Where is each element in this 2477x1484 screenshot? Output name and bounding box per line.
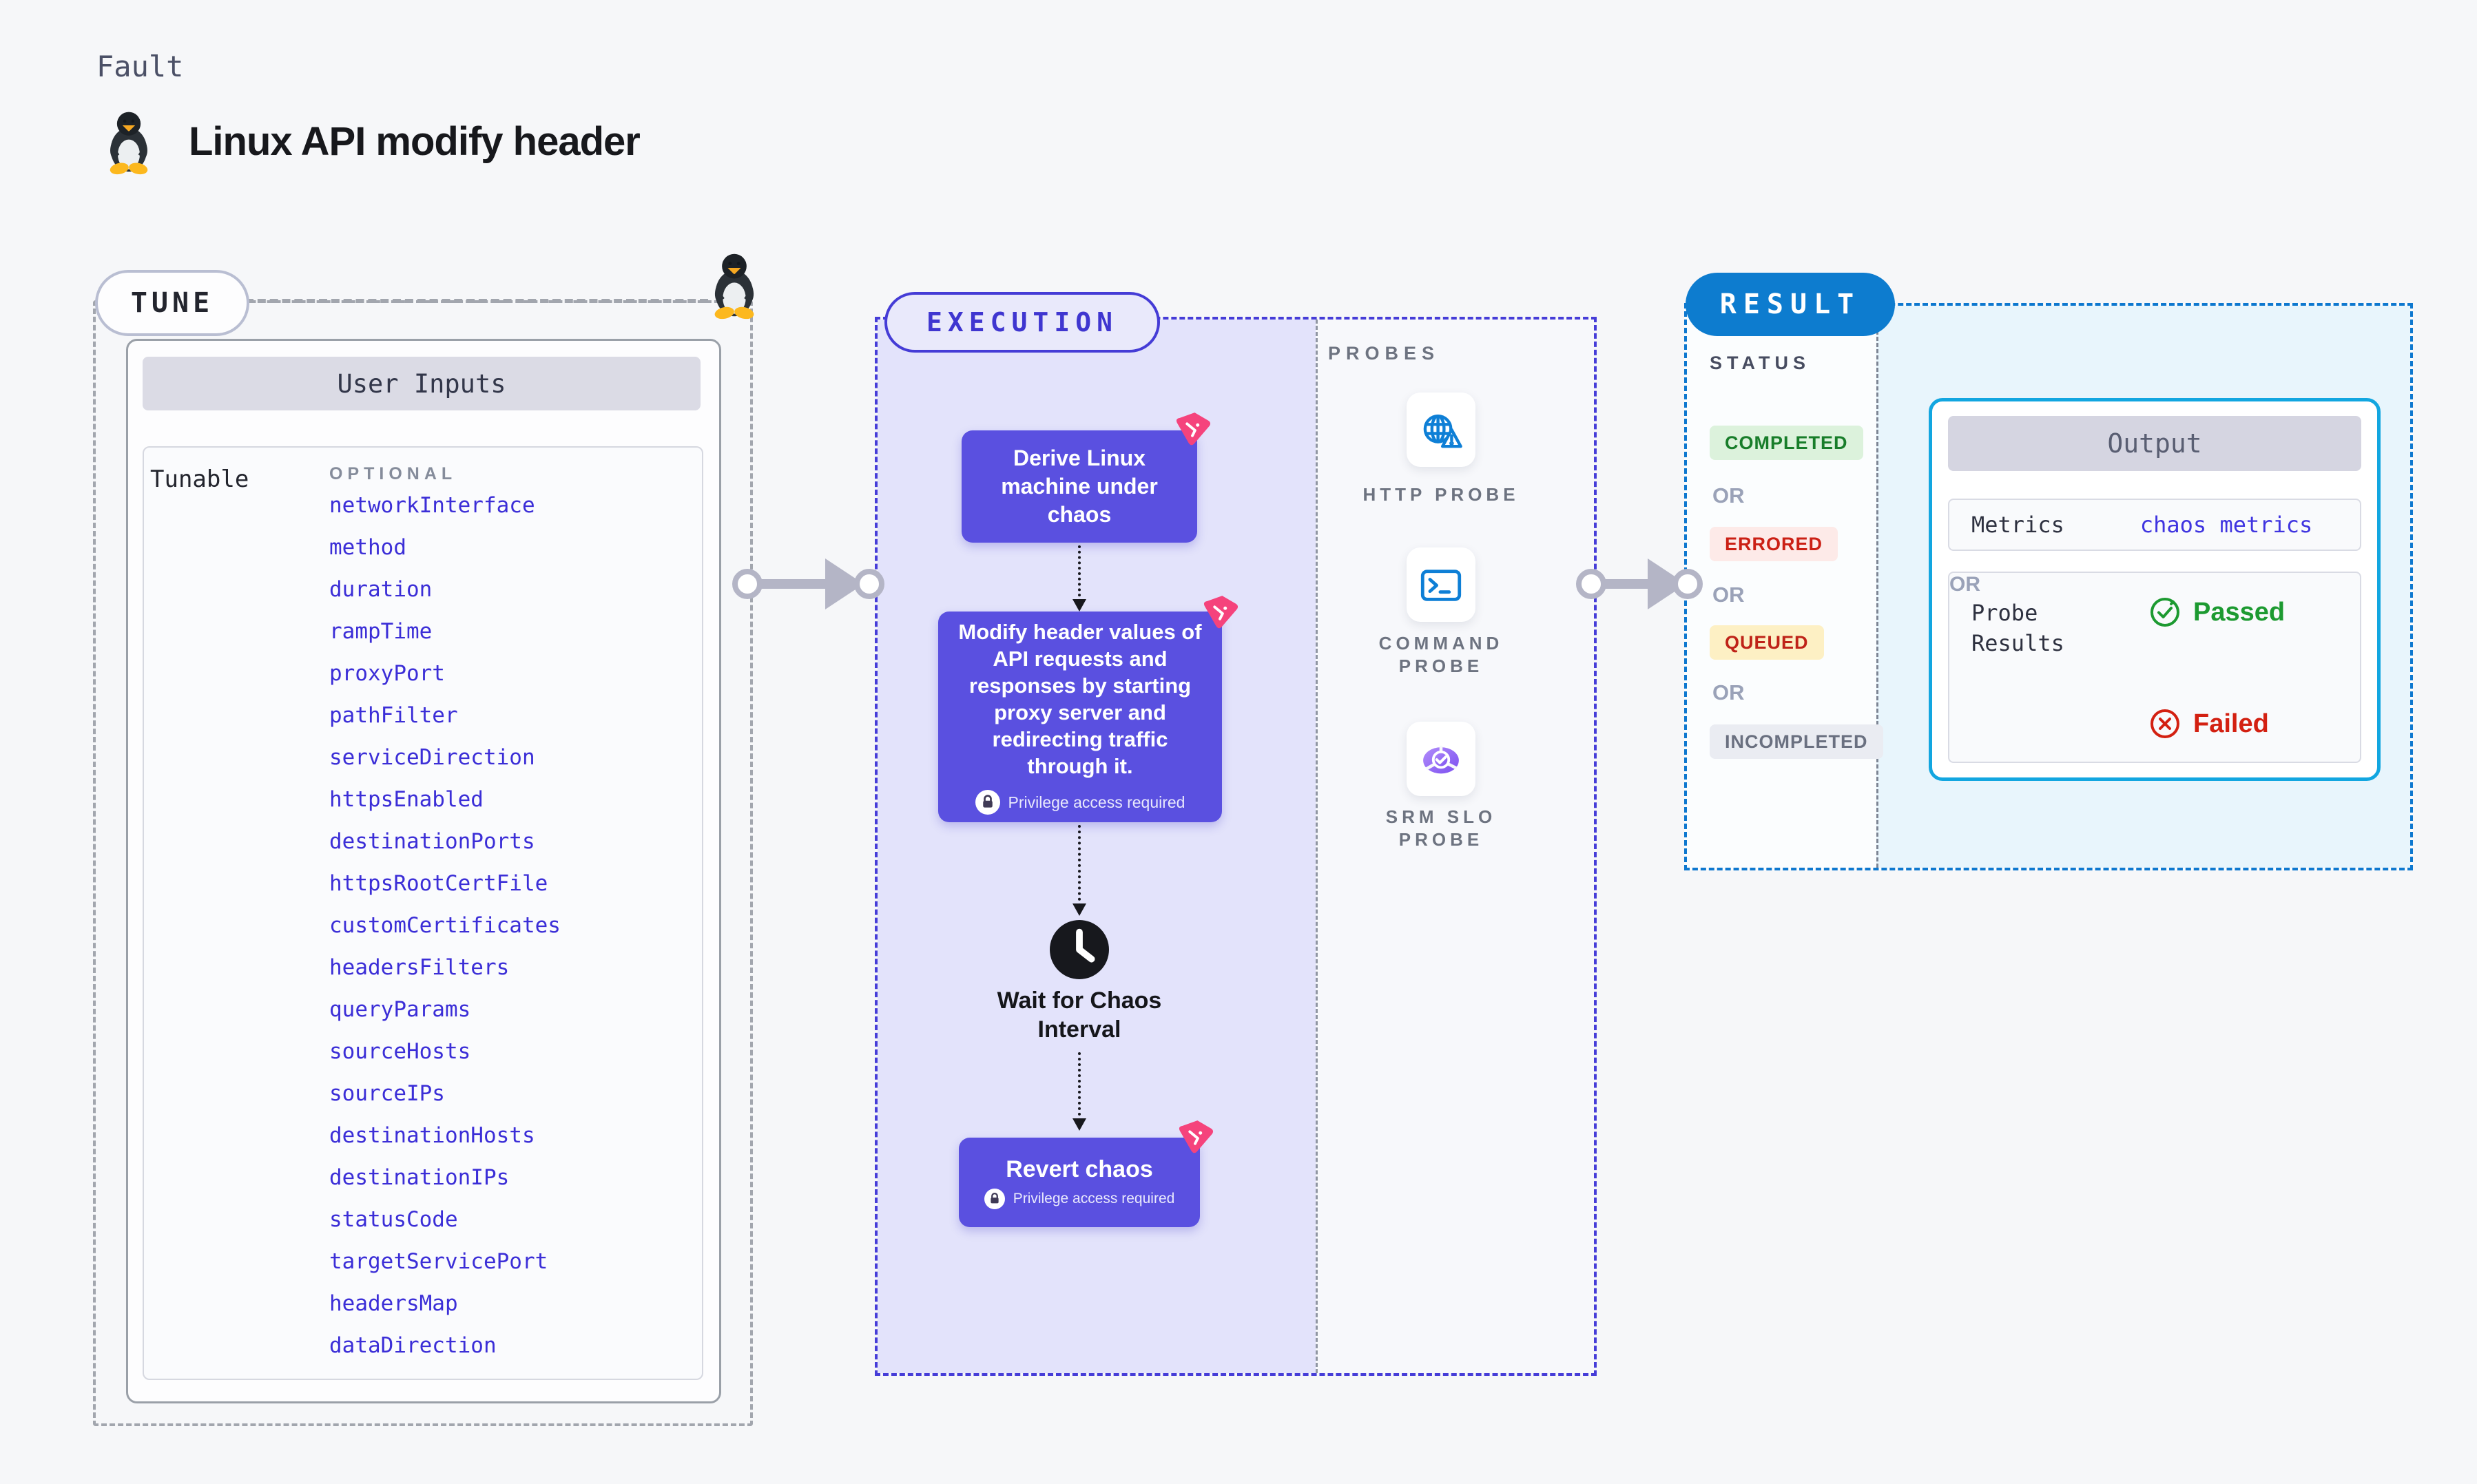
slo-donut-check-icon [1419, 740, 1463, 777]
tune-arrow-end-connector [854, 569, 884, 599]
exec-node-revert-chaos-label: Revert chaos [1006, 1156, 1153, 1182]
fault-kicker: Fault [96, 50, 184, 83]
flow-connector-3 [1078, 1052, 1081, 1121]
chaos-badge-icon [1175, 1118, 1215, 1157]
verdict-passed: Passed [2149, 596, 2285, 628]
probe-card-command[interactable] [1407, 547, 1475, 622]
status-badge-errored: ERRORED [1710, 527, 1838, 561]
tunable-link-targetServicePort[interactable]: targetServicePort [329, 1249, 548, 1274]
tunable-link-queryParams[interactable]: queryParams [329, 997, 471, 1022]
chaos-metrics-link[interactable]: chaos metrics [2139, 512, 2313, 538]
globe-alert-icon [1418, 410, 1464, 450]
tune-arrow-start-connector [732, 569, 763, 599]
tune-to-execution-arrow-line [747, 579, 836, 589]
probes-to-result-arrow-line [1591, 579, 1657, 589]
probe-results-label: Probe Results [1971, 600, 2064, 656]
flow-connector-1 [1078, 545, 1081, 602]
status-label: STATUS [1710, 353, 1810, 373]
tunable-link-rampTime[interactable]: rampTime [329, 619, 433, 644]
tux-linux-icon [109, 112, 149, 175]
page-title: Linux API modify header [189, 119, 641, 164]
metrics-label: Metrics [1971, 512, 2064, 538]
clock-icon [1050, 920, 1109, 979]
execution-section-pill: EXECUTION [884, 292, 1160, 353]
exec-node-derive-machine: Derive Linux machine under chaos [962, 430, 1197, 543]
tunable-link-dataDirection[interactable]: dataDirection [329, 1333, 497, 1358]
probes-section-label: PROBES [1328, 343, 1440, 364]
tunable-link-method[interactable]: method [329, 535, 406, 560]
privilege-row: Privilege access required [975, 789, 1185, 816]
flow-arrowhead-1 [1072, 599, 1086, 612]
result-section-pill: RESULT [1686, 273, 1895, 336]
tunable-link-duration[interactable]: duration [329, 577, 433, 602]
or-separator: OR [1949, 573, 1980, 596]
flow-arrowhead-2 [1072, 903, 1086, 916]
tunable-link-sourceIPs[interactable]: sourceIPs [329, 1081, 445, 1106]
exec-node-revert-chaos: Revert chaos Privilege access required [959, 1138, 1200, 1227]
status-badge-completed: COMPLETED [1710, 426, 1863, 460]
tunable-label: Tunable [150, 466, 249, 493]
check-circle-icon [2150, 598, 2179, 627]
optional-label: OPTIONAL [329, 464, 457, 483]
tunable-link-destinationIPs[interactable]: destinationIPs [329, 1165, 510, 1190]
exec-node-derive-machine-label: Derive Linux machine under chaos [1001, 446, 1158, 527]
tunable-link-sourceHosts[interactable]: sourceHosts [329, 1039, 471, 1064]
or-separator: OR [1712, 483, 1745, 508]
verdict-failed: Failed [2149, 708, 2269, 740]
passed-label: Passed [2193, 597, 2286, 627]
failed-label: Failed [2193, 709, 2269, 738]
tune-section-pill: TUNE [95, 270, 249, 336]
terminal-icon [1420, 565, 1462, 605]
privilege-label: Privilege access required [1013, 1190, 1175, 1206]
flow-connector-2 [1078, 825, 1081, 906]
probe-label-command: COMMAND PROBE [1378, 633, 1504, 676]
tux-linux-icon-small [714, 253, 755, 320]
x-circle-icon [2150, 709, 2179, 738]
tunable-link-destinationHosts[interactable]: destinationHosts [329, 1123, 535, 1148]
probe-card-http[interactable] [1407, 393, 1475, 467]
tunable-link-customCertificates[interactable]: customCertificates [329, 913, 561, 938]
probe-card-srm-slo[interactable] [1407, 722, 1475, 796]
status-badge-incompleted: INCOMPLETED [1710, 724, 1883, 759]
tunable-link-pathFilter[interactable]: pathFilter [329, 703, 458, 728]
output-header: Output [1948, 416, 2361, 471]
tunable-link-proxyPort[interactable]: proxyPort [329, 661, 445, 686]
flow-arrowhead-3 [1072, 1118, 1086, 1131]
tunable-panel [143, 446, 703, 1380]
tunable-link-httpsEnabled[interactable]: httpsEnabled [329, 787, 484, 812]
probes-area [1316, 320, 1594, 1373]
probe-label-http: HTTP PROBE [1362, 484, 1520, 505]
chaos-badge-icon [1200, 594, 1240, 632]
metrics-row: Metrics chaos metrics [1948, 499, 2361, 551]
exec-node-modify-header: Modify header values of API requests and… [938, 612, 1222, 822]
result-arrow-end-connector [1672, 569, 1703, 599]
tune-section-box [93, 300, 753, 1426]
privilege-label: Privilege access required [1008, 793, 1185, 811]
or-separator: OR [1712, 583, 1745, 607]
or-separator: OR [1712, 680, 1745, 704]
privilege-row: Privilege access required [984, 1188, 1175, 1209]
tunable-link-networkInterface[interactable]: networkInterface [329, 493, 535, 518]
tunable-link-destinationPorts[interactable]: destinationPorts [329, 829, 535, 854]
probe-label-srm-slo: SRM SLO PROBE [1385, 806, 1497, 850]
tunable-link-httpsRootCertFile[interactable]: httpsRootCertFile [329, 871, 548, 896]
probe-results-row: Probe Results Passed OR Failed [1948, 572, 2361, 763]
wait-for-chaos-label: Wait for Chaos Interval [997, 987, 1162, 1043]
chaos-badge-icon [1172, 410, 1212, 449]
lock-icon [984, 1188, 1005, 1209]
exec-node-modify-header-label: Modify header values of API requests and… [958, 619, 1202, 778]
lock-icon [975, 790, 1000, 815]
status-badge-queued: QUEUED [1710, 625, 1824, 660]
result-arrow-start-connector [1576, 569, 1606, 599]
tunable-link-statusCode[interactable]: statusCode [329, 1207, 458, 1232]
tunable-link-headersMap[interactable]: headersMap [329, 1291, 458, 1316]
user-inputs-header: User Inputs [143, 357, 701, 410]
tunable-link-serviceDirection[interactable]: serviceDirection [329, 745, 535, 770]
tunable-link-headersFilters[interactable]: headersFilters [329, 955, 510, 980]
